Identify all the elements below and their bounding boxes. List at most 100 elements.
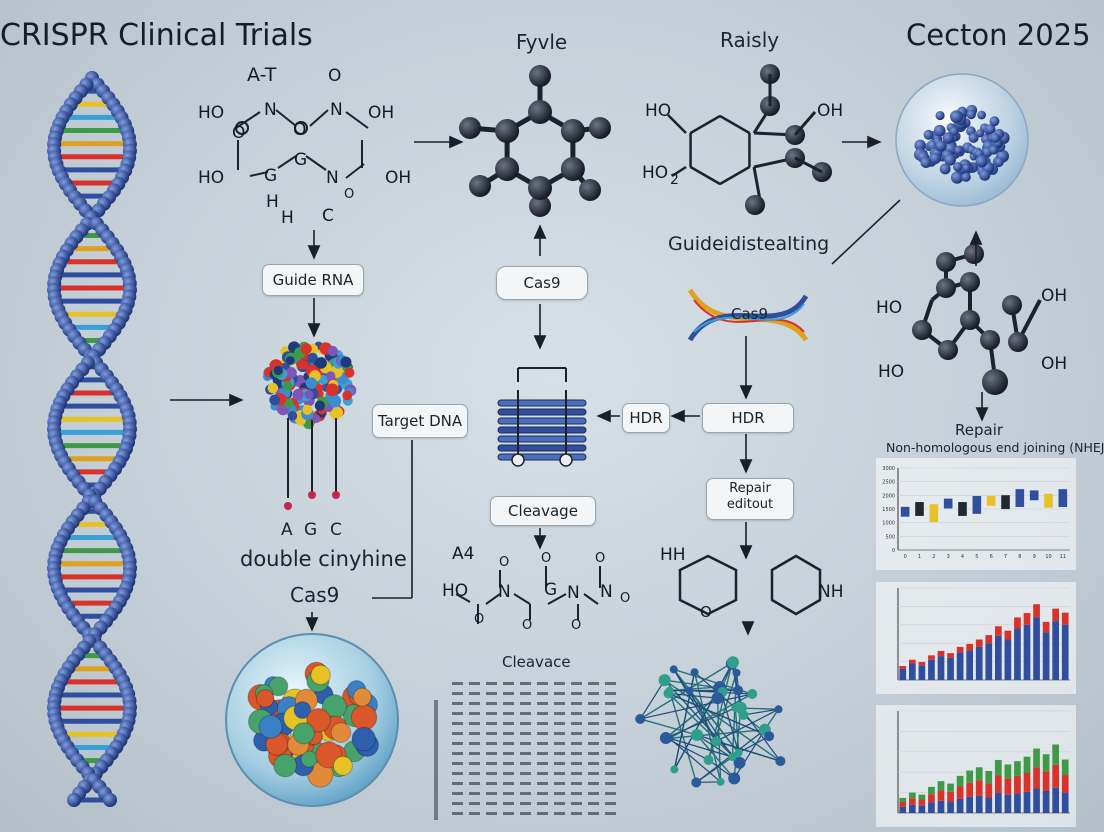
chart-bar-segment	[1014, 617, 1021, 629]
chem-label: G	[294, 150, 308, 170]
table-cell-mark	[486, 742, 497, 745]
table-cell-mark	[469, 732, 480, 735]
chart-bar-segment	[1052, 608, 1060, 622]
dna-coil-segment	[497, 399, 587, 407]
chromatin-bead	[344, 367, 355, 378]
dna-helix-illustration	[47, 71, 137, 807]
chromatin-bead	[314, 400, 326, 411]
table-cell-mark	[571, 782, 582, 785]
table-cell-mark	[520, 722, 531, 725]
protein-bead	[952, 162, 963, 172]
nanoparticle	[292, 722, 315, 745]
chem-label: N	[498, 582, 511, 602]
table-cell-mark	[452, 712, 463, 715]
table-cell-mark	[503, 802, 514, 805]
chart-bar-segment	[1033, 617, 1040, 680]
table-cell-mark	[520, 792, 531, 795]
protein-bead	[975, 129, 985, 138]
chart-bar-segment	[947, 801, 954, 813]
x-tick-label: 8	[1018, 554, 1021, 560]
table-cell-mark	[537, 732, 548, 735]
double-cinyhine-label: double cinyhine	[240, 547, 407, 571]
chart-bar	[1058, 489, 1068, 507]
chart-bar	[1015, 489, 1025, 507]
table-cell-mark	[554, 692, 565, 695]
table-cell-mark	[588, 702, 599, 705]
chromatin-bead	[292, 388, 304, 401]
dna-coil-segment	[497, 408, 587, 416]
chart-bar-segment	[1004, 764, 1012, 779]
table-cell-mark	[571, 712, 582, 715]
column-title-raisly: Raisly	[720, 28, 780, 52]
network-node	[734, 748, 743, 757]
nanoparticle	[330, 722, 352, 743]
chem-label: HO	[198, 168, 225, 188]
table-cell-mark	[486, 812, 497, 815]
table-cell-mark	[503, 722, 514, 725]
network-node	[738, 709, 749, 720]
table-cell-mark	[588, 722, 599, 725]
atom-ball	[936, 252, 956, 272]
repair-editout-label: Repair editout	[706, 478, 794, 520]
chem-label: O	[541, 551, 552, 566]
chart-bar-segment	[994, 792, 1002, 813]
chart-bar-segment	[928, 655, 935, 660]
chart-bar	[915, 502, 924, 516]
chart-bar-segment	[1033, 604, 1040, 618]
base-letter-g: G	[304, 520, 318, 540]
chart-bar-segment	[1004, 639, 1012, 680]
chem-label: O	[595, 551, 606, 566]
chromatin-bead	[318, 374, 329, 385]
chem-label: O	[474, 612, 485, 627]
table-cell-mark	[452, 722, 463, 725]
cut-site-marker	[511, 453, 525, 467]
chem-label: O	[293, 120, 307, 140]
table-cell-mark	[503, 792, 514, 795]
chromatin-bead	[342, 390, 353, 401]
repair-editout-line1: Repair	[729, 481, 771, 496]
chart-bar-segment	[918, 661, 926, 666]
network-node	[775, 756, 786, 767]
network-edge	[664, 679, 781, 762]
protein-bead	[961, 172, 971, 182]
chemical-bond	[583, 593, 599, 605]
table-cell-mark	[486, 682, 497, 685]
table-cell-mark	[520, 772, 531, 775]
x-tick-label: 6	[990, 554, 993, 560]
chemical-bond	[513, 593, 531, 605]
table-cell-mark	[469, 752, 480, 755]
ring-structure	[678, 554, 738, 616]
chart-bar-segment	[985, 797, 993, 813]
network-edge	[733, 729, 766, 779]
table-cell-mark	[469, 722, 480, 725]
chromatin-bead	[282, 381, 293, 391]
table-cell-mark	[537, 742, 548, 745]
network-edge	[640, 718, 698, 736]
x-tick-label: 9	[1033, 554, 1036, 560]
table-cell-mark	[486, 712, 497, 715]
chem-label: O	[328, 66, 342, 86]
table-cell-mark	[554, 792, 565, 795]
atom-ball	[528, 100, 552, 124]
chart-bar-segment	[928, 659, 935, 680]
table-cell-mark	[588, 752, 599, 755]
chart-bar	[986, 495, 996, 506]
table-cell-mark	[520, 742, 531, 745]
chart-bar-segment	[975, 639, 983, 647]
table-cell-mark	[469, 682, 480, 685]
chart-bar-segment	[1004, 630, 1012, 640]
table-cell-mark	[571, 762, 582, 765]
network-node	[665, 734, 674, 743]
chromatin-bead	[300, 343, 312, 355]
chart-bar-segment	[918, 805, 926, 813]
atom-ball	[960, 272, 980, 292]
atom-ball	[1002, 295, 1022, 315]
protein-bead	[950, 110, 963, 124]
table-cell-mark	[520, 692, 531, 695]
aromatic-ring	[689, 115, 751, 185]
chem-label: HO	[878, 362, 905, 382]
table-cell-mark	[554, 682, 565, 685]
table-cell-mark	[486, 802, 497, 805]
network-node	[658, 674, 671, 687]
table-cell-mark	[605, 682, 616, 685]
